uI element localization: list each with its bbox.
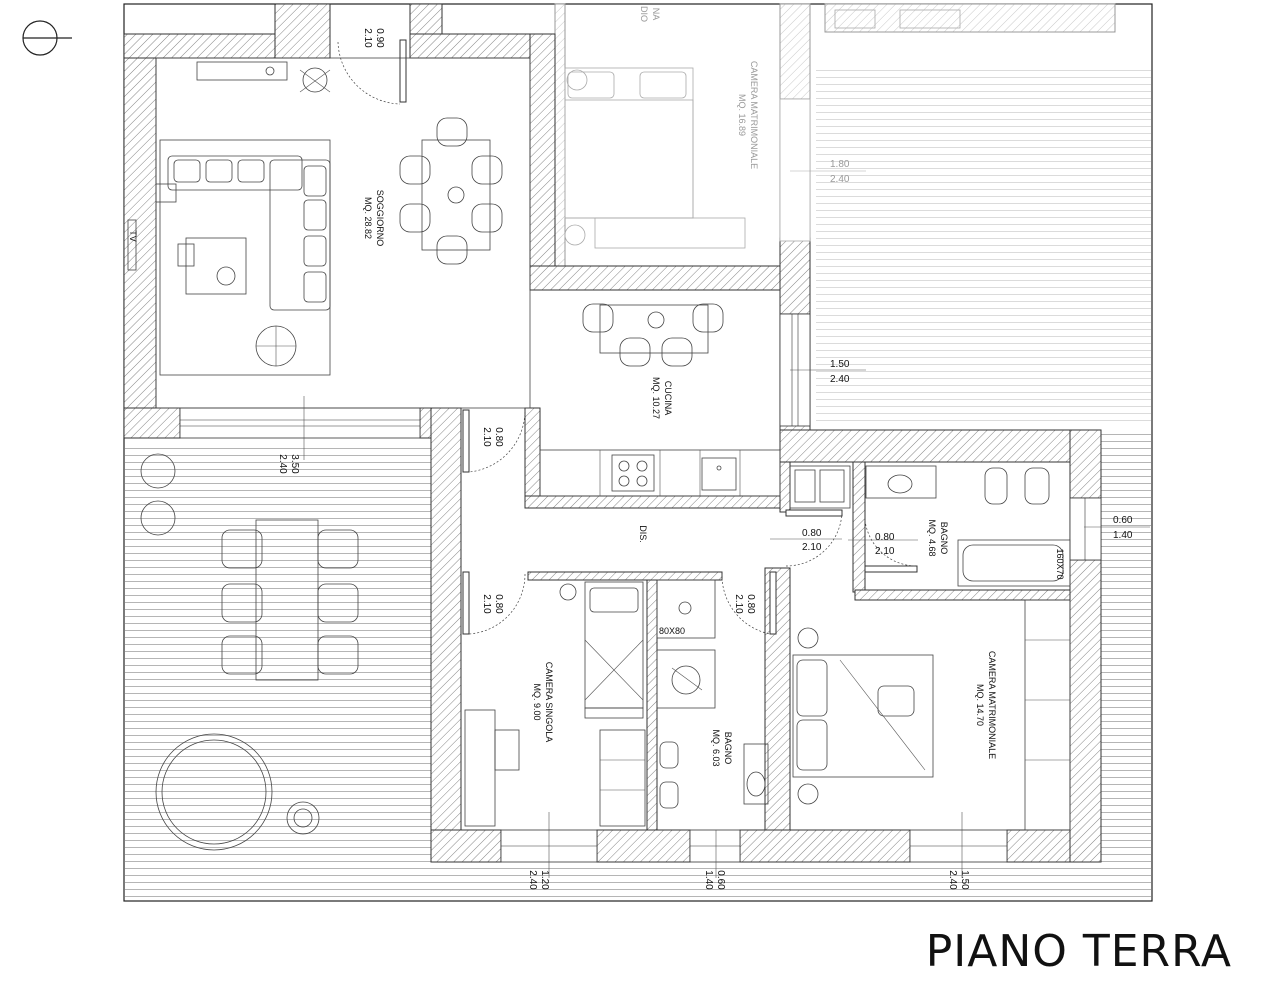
label-bagno-1: BAGNO MQ. 4.68 bbox=[927, 519, 949, 556]
doors bbox=[337, 39, 918, 635]
dim-door-entry: 0.90 2.10 bbox=[362, 28, 385, 48]
svg-text:2.40: 2.40 bbox=[947, 870, 958, 890]
label-upper-cucina-studio: NA DIO bbox=[639, 6, 661, 22]
svg-text:0.60: 0.60 bbox=[715, 870, 726, 890]
svg-text:MQ. 10.27: MQ. 10.27 bbox=[651, 377, 661, 419]
svg-text:1.40: 1.40 bbox=[703, 870, 714, 890]
dim-window-upper: 1.80 2.40 bbox=[790, 159, 866, 185]
svg-text:0.60: 0.60 bbox=[1113, 515, 1133, 526]
svg-text:2.10: 2.10 bbox=[481, 594, 492, 614]
svg-text:0.80: 0.80 bbox=[802, 528, 822, 539]
svg-text:0.80: 0.80 bbox=[875, 532, 895, 543]
dim-door-bagno-2: 0.80 2.10 bbox=[733, 594, 756, 614]
svg-text:CUCINA: CUCINA bbox=[663, 381, 673, 416]
svg-text:MQ. 14.70: MQ. 14.70 bbox=[975, 684, 985, 726]
dim-window-bagno-2: 0.60 1.40 bbox=[703, 870, 726, 890]
svg-text:MQ. 4.68: MQ. 4.68 bbox=[927, 519, 937, 556]
dim-door-cucina: 0.80 2.10 bbox=[481, 427, 504, 447]
svg-text:1.40: 1.40 bbox=[1113, 530, 1133, 541]
dim-window-soggiorno: 3.50 2.40 bbox=[277, 454, 300, 474]
kitchen-furniture bbox=[539, 303, 781, 497]
dim-door-bagno-1a: 0.80 2.10 bbox=[770, 528, 842, 553]
bathroom-2-fixtures bbox=[656, 579, 769, 809]
terrace-south bbox=[431, 862, 1101, 900]
svg-text:SOGGIORNO: SOGGIORNO bbox=[375, 190, 385, 247]
svg-text:1.50: 1.50 bbox=[830, 359, 850, 370]
svg-text:TV: TV bbox=[128, 230, 138, 242]
svg-text:2.10: 2.10 bbox=[481, 427, 492, 447]
label-tv: TV bbox=[128, 230, 138, 242]
svg-text:DIS.: DIS. bbox=[638, 525, 648, 543]
svg-text:0.80: 0.80 bbox=[493, 427, 504, 447]
label-camera-matrimoniale: CAMERA MATRIMONIALE MQ. 14.70 bbox=[975, 651, 997, 759]
svg-text:2.40: 2.40 bbox=[830, 174, 850, 185]
bedroom-double-furniture bbox=[792, 599, 1071, 831]
svg-text:2.40: 2.40 bbox=[527, 870, 538, 890]
page-title: PIANO TERRA bbox=[925, 926, 1232, 977]
svg-text:DIO: DIO bbox=[639, 6, 649, 22]
svg-text:2.10: 2.10 bbox=[802, 542, 822, 553]
svg-text:MQ. 6.03: MQ. 6.03 bbox=[711, 729, 721, 766]
svg-text:1.50: 1.50 bbox=[959, 870, 970, 890]
svg-text:BAGNO: BAGNO bbox=[723, 732, 733, 765]
label-bathtub-size: 160X70 bbox=[1055, 548, 1065, 579]
svg-text:0.80: 0.80 bbox=[493, 594, 504, 614]
svg-text:2.10: 2.10 bbox=[733, 594, 744, 614]
living-furniture bbox=[127, 57, 531, 409]
svg-text:0.80: 0.80 bbox=[745, 594, 756, 614]
svg-text:CAMERA MATRIMONIALE: CAMERA MATRIMONIALE bbox=[749, 61, 759, 169]
svg-text:CAMERA SINGOLA: CAMERA SINGOLA bbox=[544, 662, 554, 743]
svg-text:2.40: 2.40 bbox=[830, 374, 850, 385]
svg-text:160X70: 160X70 bbox=[1055, 548, 1065, 579]
label-dis: DIS. bbox=[638, 525, 648, 543]
label-soggiorno: SOGGIORNO MQ. 28.82 bbox=[363, 190, 385, 247]
bedroom-single-furniture bbox=[464, 581, 646, 827]
svg-text:MQ. 28.82: MQ. 28.82 bbox=[363, 197, 373, 239]
dim-window-bagno-1: 0.60 1.40 bbox=[1084, 515, 1150, 541]
windows bbox=[179, 98, 1102, 863]
plan-border bbox=[123, 3, 1153, 902]
dim-window-camera-singola: 1.20 2.40 bbox=[527, 870, 550, 890]
svg-text:2.10: 2.10 bbox=[362, 28, 373, 48]
bathroom-1-fixtures bbox=[789, 465, 1071, 587]
label-bagno-2: BAGNO MQ. 6.03 bbox=[711, 729, 733, 766]
svg-text:NA: NA bbox=[651, 8, 661, 21]
label-camera-singola: CAMERA SINGOLA MQ. 9.00 bbox=[532, 662, 554, 743]
dim-window-camera-matrimoniale: 1.50 2.40 bbox=[947, 870, 970, 890]
terrace-south-east bbox=[1101, 430, 1151, 900]
label-shower-size: 80X80 bbox=[659, 626, 685, 636]
terrace-west bbox=[125, 442, 431, 900]
svg-text:CAMERA MATRIMONIALE: CAMERA MATRIMONIALE bbox=[987, 651, 997, 759]
svg-text:MQ. 16.89: MQ. 16.89 bbox=[737, 94, 747, 136]
svg-text:MQ. 9.00: MQ. 9.00 bbox=[532, 683, 542, 720]
svg-text:2.40: 2.40 bbox=[277, 454, 288, 474]
terrace-furniture bbox=[140, 453, 359, 851]
terrace-east bbox=[816, 70, 1151, 426]
svg-text:BAGNO: BAGNO bbox=[939, 522, 949, 555]
dim-window-cucina: 1.50 2.40 bbox=[790, 359, 866, 385]
label-camera-matrimoniale-upper: CAMERA MATRIMONIALE MQ. 16.89 bbox=[737, 61, 759, 169]
dim-door-camera-singola: 0.80 2.10 bbox=[481, 594, 504, 614]
svg-text:0.90: 0.90 bbox=[374, 28, 385, 48]
dim-door-bagno-1b: 0.80 2.10 bbox=[848, 532, 918, 557]
svg-text:3.50: 3.50 bbox=[289, 454, 300, 474]
svg-text:2.10: 2.10 bbox=[875, 546, 895, 557]
svg-text:1.20: 1.20 bbox=[539, 870, 550, 890]
label-cucina: CUCINA MQ. 10.27 bbox=[651, 377, 673, 419]
svg-text:1.80: 1.80 bbox=[830, 159, 850, 170]
north-marker-icon bbox=[22, 20, 72, 56]
